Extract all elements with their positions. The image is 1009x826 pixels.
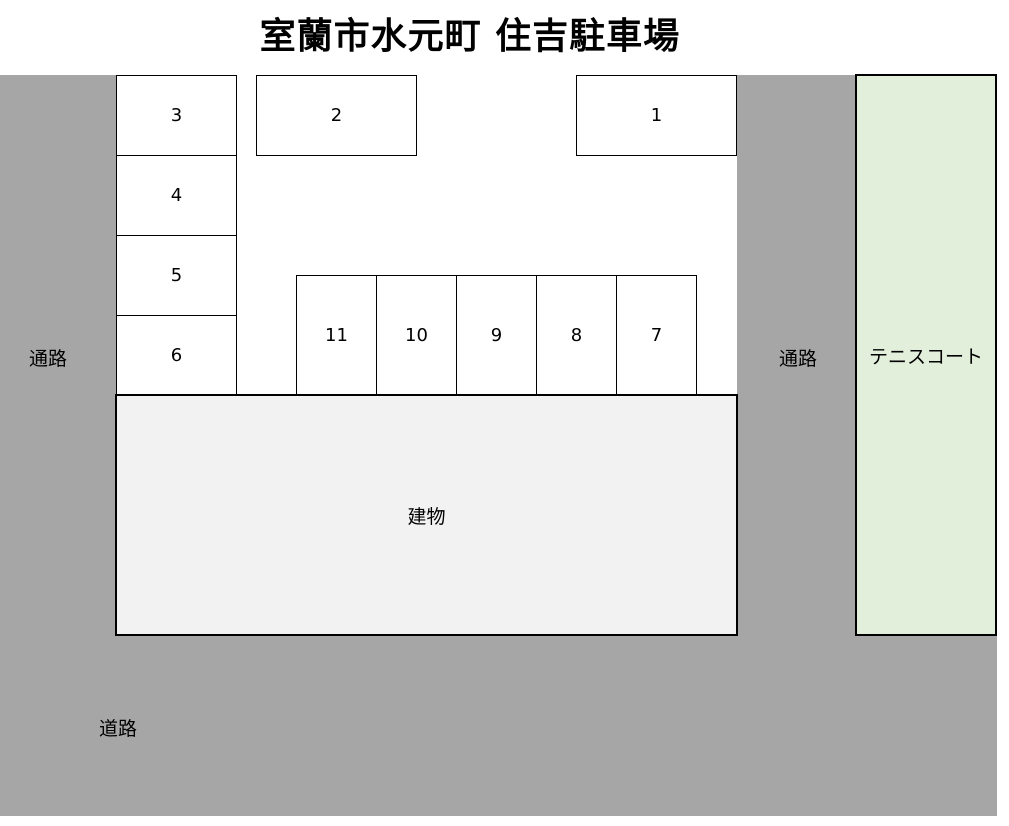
parking-space-5[interactable]: 5 — [116, 235, 237, 316]
parking-space-9[interactable]: 9 — [456, 275, 537, 396]
space-number: 2 — [330, 105, 343, 126]
parking-space-6[interactable]: 6 — [116, 315, 237, 396]
parking-space-8[interactable]: 8 — [536, 275, 617, 396]
space-number: 6 — [170, 345, 183, 366]
passage-left-label: 通路 — [28, 347, 67, 370]
parking-space-2[interactable]: 2 — [256, 75, 417, 156]
passage-right-label: 通路 — [778, 347, 817, 370]
building-label: 建物 — [407, 505, 446, 528]
page-title: 室蘭市水元町 住吉駐車場 — [259, 16, 681, 57]
space-number: 11 — [325, 325, 348, 346]
space-number: 10 — [405, 325, 428, 346]
space-number: 3 — [170, 105, 183, 126]
parking-space-11[interactable]: 11 — [296, 275, 377, 396]
space-number: 8 — [570, 325, 583, 346]
parking-space-10[interactable]: 10 — [376, 275, 457, 396]
space-number: 1 — [650, 105, 663, 126]
space-number: 7 — [650, 325, 663, 346]
space-number: 9 — [490, 325, 503, 346]
tennis-court-label: テニスコート — [868, 345, 983, 368]
space-number: 5 — [170, 265, 183, 286]
parking-space-7[interactable]: 7 — [616, 275, 697, 396]
parking-space-3[interactable]: 3 — [116, 75, 237, 156]
parking-space-1[interactable]: 1 — [576, 75, 737, 156]
road-label: 道路 — [98, 717, 137, 740]
parking-space-4[interactable]: 4 — [116, 155, 237, 236]
space-number: 4 — [170, 185, 183, 206]
building: 建物 — [115, 394, 738, 636]
tennis-court: テニスコート — [855, 74, 997, 636]
